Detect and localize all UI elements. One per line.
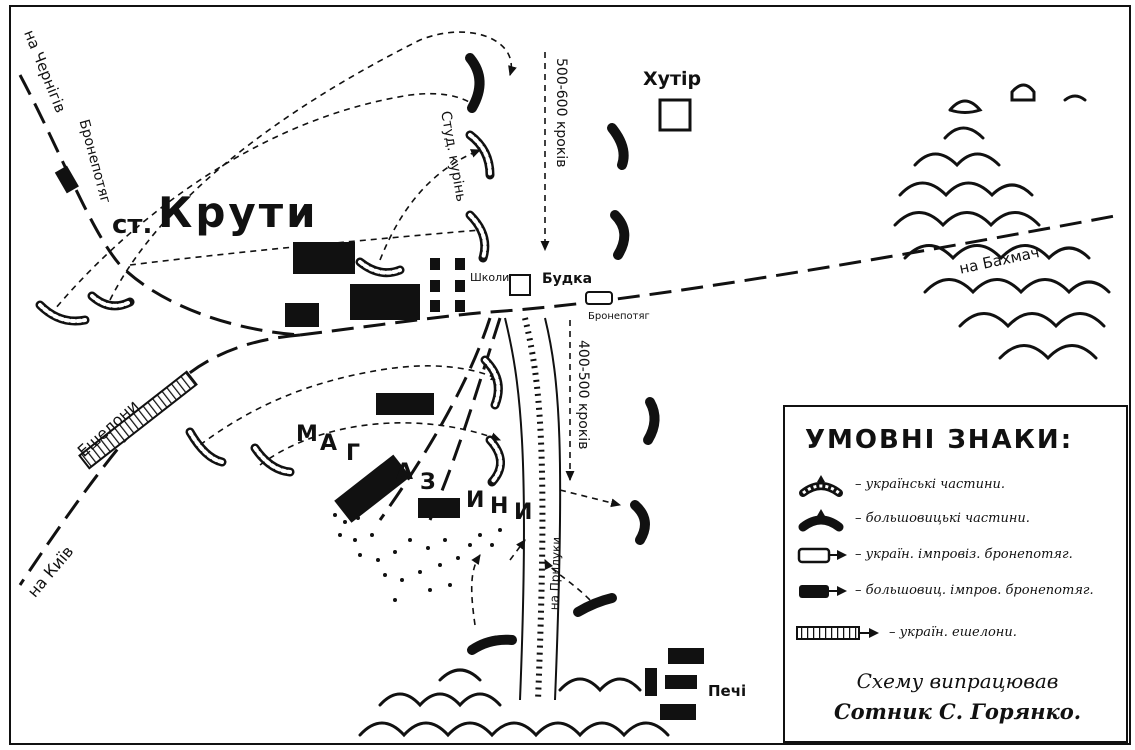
khutir-building (658, 98, 692, 132)
budka-label: Будка (542, 271, 593, 287)
legend-title: УМОВНІ ЗНАКИ: (805, 425, 1074, 455)
magazyny-letter-2: А (320, 431, 338, 456)
shkoly-label: Школи (470, 271, 510, 284)
khutir-label: Хутір (643, 68, 702, 90)
map-frame (9, 5, 1131, 745)
warehouses (334, 393, 460, 523)
armored-train-right-label: Бронепотяг (588, 311, 650, 322)
magazyny-letter-3: Г (346, 441, 361, 466)
magazyny-letter-8: И (514, 500, 533, 525)
dotted-field (333, 513, 502, 602)
credit-line-2: Сотник С. Горянко. (833, 699, 1082, 724)
station-buildings (285, 242, 465, 327)
magazyny-letter-5: З (420, 470, 436, 495)
magazyny-letter-6: И (466, 488, 485, 513)
bolshevik-armored-train-icon (799, 585, 847, 598)
forest-south (358, 668, 670, 738)
station-prefix-label: ст. (112, 210, 153, 240)
legend-box: УМОВНІ ЗНАКИ: – українські частини. – бо… (783, 405, 1128, 743)
ukrainian-echelon-icon (796, 626, 879, 640)
distance-south-label: 400-500 кроків (575, 340, 591, 450)
furnace-buildings (645, 648, 704, 720)
legend-label-ukrainian-echelons: – україн. ешелони. (889, 625, 1017, 640)
legend-label-bolshevik-units: – большовицькі частини. (855, 511, 1030, 526)
budka-building (509, 274, 531, 296)
ukrainian-armored-train-icon (797, 547, 847, 564)
distance-north-label: 500-600 кроків (553, 58, 569, 168)
forest-east (893, 83, 1111, 361)
legend-label-ukrainian-units: – українські частини. (855, 477, 1006, 492)
legend-item-bolshevik-armored-train: – большовиц. імпров. бронепотяг. (795, 579, 1125, 605)
pryluky-track (504, 317, 562, 701)
armored-train-right (585, 291, 613, 305)
magazyny-letter-4: А (396, 460, 414, 485)
armored-train-left (54, 165, 79, 194)
credit-line-1: Схему випрацював (856, 669, 1059, 693)
ukrainian-unit-icon (799, 475, 843, 497)
ukrainian-unit-fill (38, 133, 503, 484)
bolshevik-units (465, 53, 660, 655)
legend-item-bolshevik-units: – большовицькі частини. (795, 507, 1125, 533)
railway-lines (18, 74, 1121, 586)
echelon-train (78, 370, 198, 470)
magazyny-letter-7: Н (490, 494, 509, 519)
legend-label-ukrainian-armored-train: – україн. імпровіз. бронепотяг. (855, 547, 1073, 562)
pechi-label: Печі (708, 682, 747, 700)
movement-paths (49, 31, 622, 626)
legend-item-ukrainian-echelons: – україн. ешелони. (795, 621, 1125, 647)
legend-item-ukrainian-units: – українські частини. (795, 473, 1125, 499)
legend-item-ukrainian-armored-train: – україн. імпровіз. бронепотяг. (795, 543, 1125, 569)
magazyny-letter-1: М (296, 422, 318, 447)
station-name-label: Крути (158, 188, 319, 237)
legend-label-bolshevik-armored-train: – большовиц. імпров. бронепотяг. (855, 583, 1094, 598)
bolshevik-unit-icon (798, 509, 844, 532)
to-pryluky-label: на Прилуки (547, 536, 564, 611)
